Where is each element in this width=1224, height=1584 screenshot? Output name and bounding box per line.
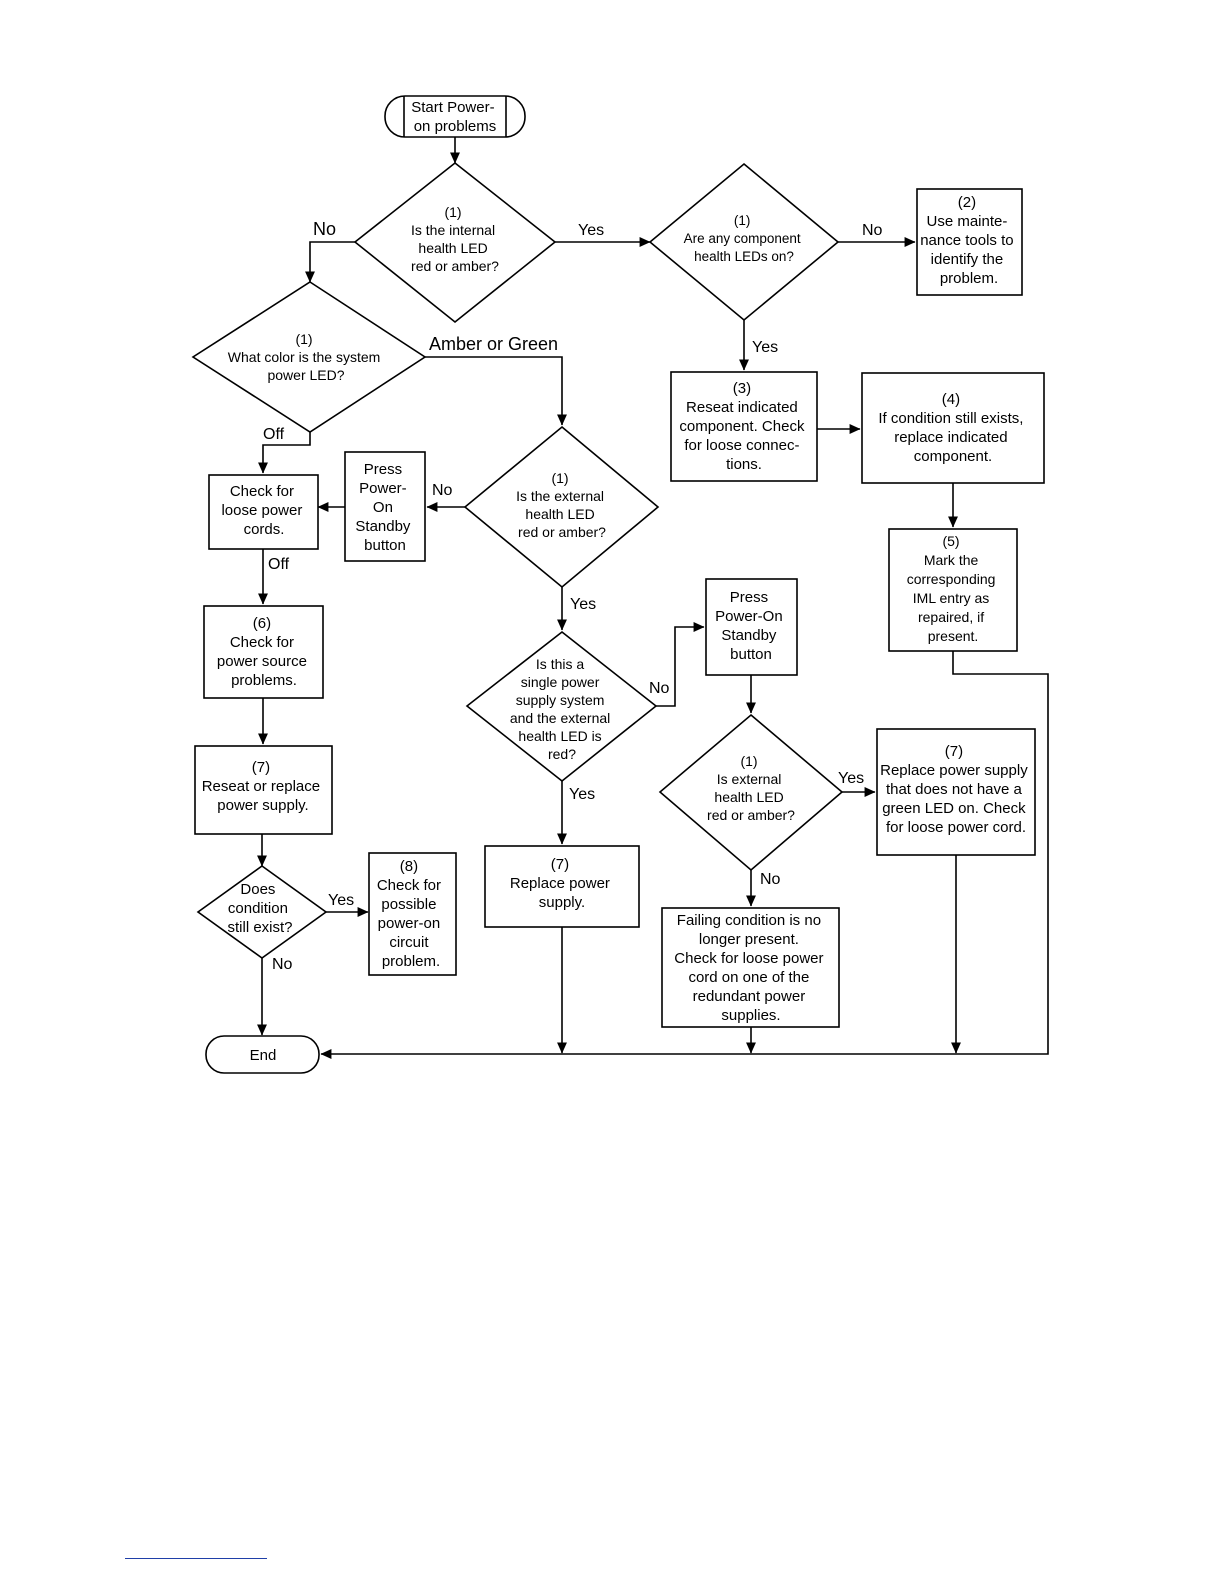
- end-label: End: [250, 1047, 277, 1064]
- label-amber-green: Amber or Green: [429, 334, 558, 354]
- end-terminal: End: [205, 1035, 320, 1074]
- label-still-no: No: [272, 956, 293, 973]
- process-reseat-component: (3) Reseat indicated component. Check fo…: [670, 371, 818, 482]
- label-ext-yes: Yes: [570, 596, 596, 613]
- svg-text:(8) Check for poss: (8) Check for possible power-on circuit …: [377, 858, 445, 970]
- svg-text:(4) If condition still e: (4) If condition still exists, replace i…: [878, 391, 1027, 465]
- svg-text:(2) Use mainte- na: (2) Use mainte- nance tools to identify …: [920, 194, 1018, 287]
- decision-external-health-led-2: (1) Is external health LED red or amber?: [658, 713, 844, 872]
- label-ext2-no: No: [760, 871, 781, 888]
- svg-text:(1) What color is the sy: (1) What color is the system power LED?: [228, 331, 384, 383]
- label-ext-no: No: [432, 482, 453, 499]
- decision-component-leds: (1) Are any component health LEDs on?: [648, 162, 840, 322]
- svg-text:(1) Are any component: (1) Are any component health LEDs on?: [684, 213, 805, 264]
- process-mark-iml-entry: (5) Mark the corresponding IML entry as …: [888, 528, 1018, 652]
- label-component-yes: Yes: [752, 339, 778, 356]
- process-press-standby-2: Press Power-On Standby button: [705, 578, 798, 676]
- svg-text:(3) Reseat indicated: (3) Reseat indicated component. Check fo…: [679, 380, 808, 473]
- process-check-power-cords: Check for loose power cords.: [208, 474, 319, 550]
- svg-text:(1) Is the internal: (1) Is the internal health LED red or am…: [411, 204, 499, 274]
- svg-text:Does condition sti: Does condition still exist?: [227, 881, 292, 936]
- edge-sys-off: [258, 432, 311, 474]
- svg-text:Press Power-On Sta: Press Power-On Standby button: [715, 589, 787, 663]
- label-still-yes: Yes: [328, 892, 354, 909]
- process-replace-component: (4) If condition still exists, replace i…: [861, 372, 1045, 484]
- start-label: Start Power- on problems: [411, 99, 499, 135]
- svg-text:Press Power- On: Press Power- On Standby button: [355, 461, 414, 554]
- edge-labels: No Yes No Yes Amber or Green Off No Off …: [263, 219, 883, 973]
- process-press-standby-1: Press Power- On Standby button: [344, 451, 426, 562]
- decision-system-power-led-color: (1) What color is the system power LED?: [191, 281, 427, 433]
- svg-text:Is this a single power: Is this a single power supply system and…: [510, 656, 614, 762]
- start-terminal: Start Power- on problems: [384, 95, 526, 138]
- label-internal-no: No: [313, 219, 336, 239]
- svg-text:(7) Replace power: (7) Replace power supply.: [510, 856, 614, 911]
- svg-text:(1) Is external he: (1) Is external health LED red or amber?: [707, 753, 795, 823]
- svg-text:(7) Reseat or replace: (7) Reseat or replace power supply.: [202, 759, 325, 814]
- svg-text:(1) Is the external: (1) Is the external health LED red or am…: [516, 470, 608, 540]
- edge-single-no: [656, 622, 705, 707]
- svg-text:Check for loose power: Check for loose power cords.: [221, 483, 306, 538]
- svg-text:(6) Check for powe: (6) Check for power source problems.: [217, 615, 311, 689]
- process-replace-ps-no-green-led: (7) Replace power supply that does not h…: [876, 728, 1036, 856]
- label-internal-yes: Yes: [578, 222, 604, 239]
- svg-text:Failing condition is no: Failing condition is no longer present. …: [674, 912, 827, 1024]
- edge-mark-to-end: [320, 651, 1049, 1059]
- label-sys-off: Off: [263, 426, 285, 443]
- process-maintenance-tools: (2) Use mainte- nance tools to identify …: [916, 188, 1023, 296]
- label-single-no: No: [649, 680, 670, 697]
- edge-internal-no: [305, 241, 355, 283]
- label-cords-off: Off: [268, 556, 290, 573]
- footer-rule: [125, 1558, 267, 1559]
- edge-amber-green: [425, 356, 567, 426]
- label-component-no: No: [862, 222, 883, 239]
- process-failing-condition-gone: Failing condition is no longer present. …: [661, 907, 840, 1028]
- decision-internal-health-led: (1) Is the internal health LED red or am…: [353, 161, 557, 324]
- decision-single-power-supply: Is this a single power supply system and…: [465, 630, 658, 783]
- decision-external-health-led: (1) Is the external health LED red or am…: [463, 425, 660, 589]
- process-reseat-power-supply: (7) Reseat or replace power supply.: [194, 745, 333, 835]
- connectors: [257, 137, 1049, 1059]
- label-ext2-yes: Yes: [838, 770, 864, 787]
- process-power-source: (6) Check for power source problems.: [203, 605, 324, 699]
- process-replace-power-supply: (7) Replace power supply.: [484, 845, 640, 928]
- svg-text:(7) Replace power supply: (7) Replace power supply that does not h…: [880, 743, 1032, 836]
- process-power-on-circuit: (8) Check for possible power-on circuit …: [368, 852, 457, 976]
- decision-condition-still-exists: Does condition still exist?: [196, 865, 328, 959]
- svg-text:(5) Mark the corre: (5) Mark the corresponding IML entry as …: [907, 533, 1000, 644]
- label-single-yes: Yes: [569, 786, 595, 803]
